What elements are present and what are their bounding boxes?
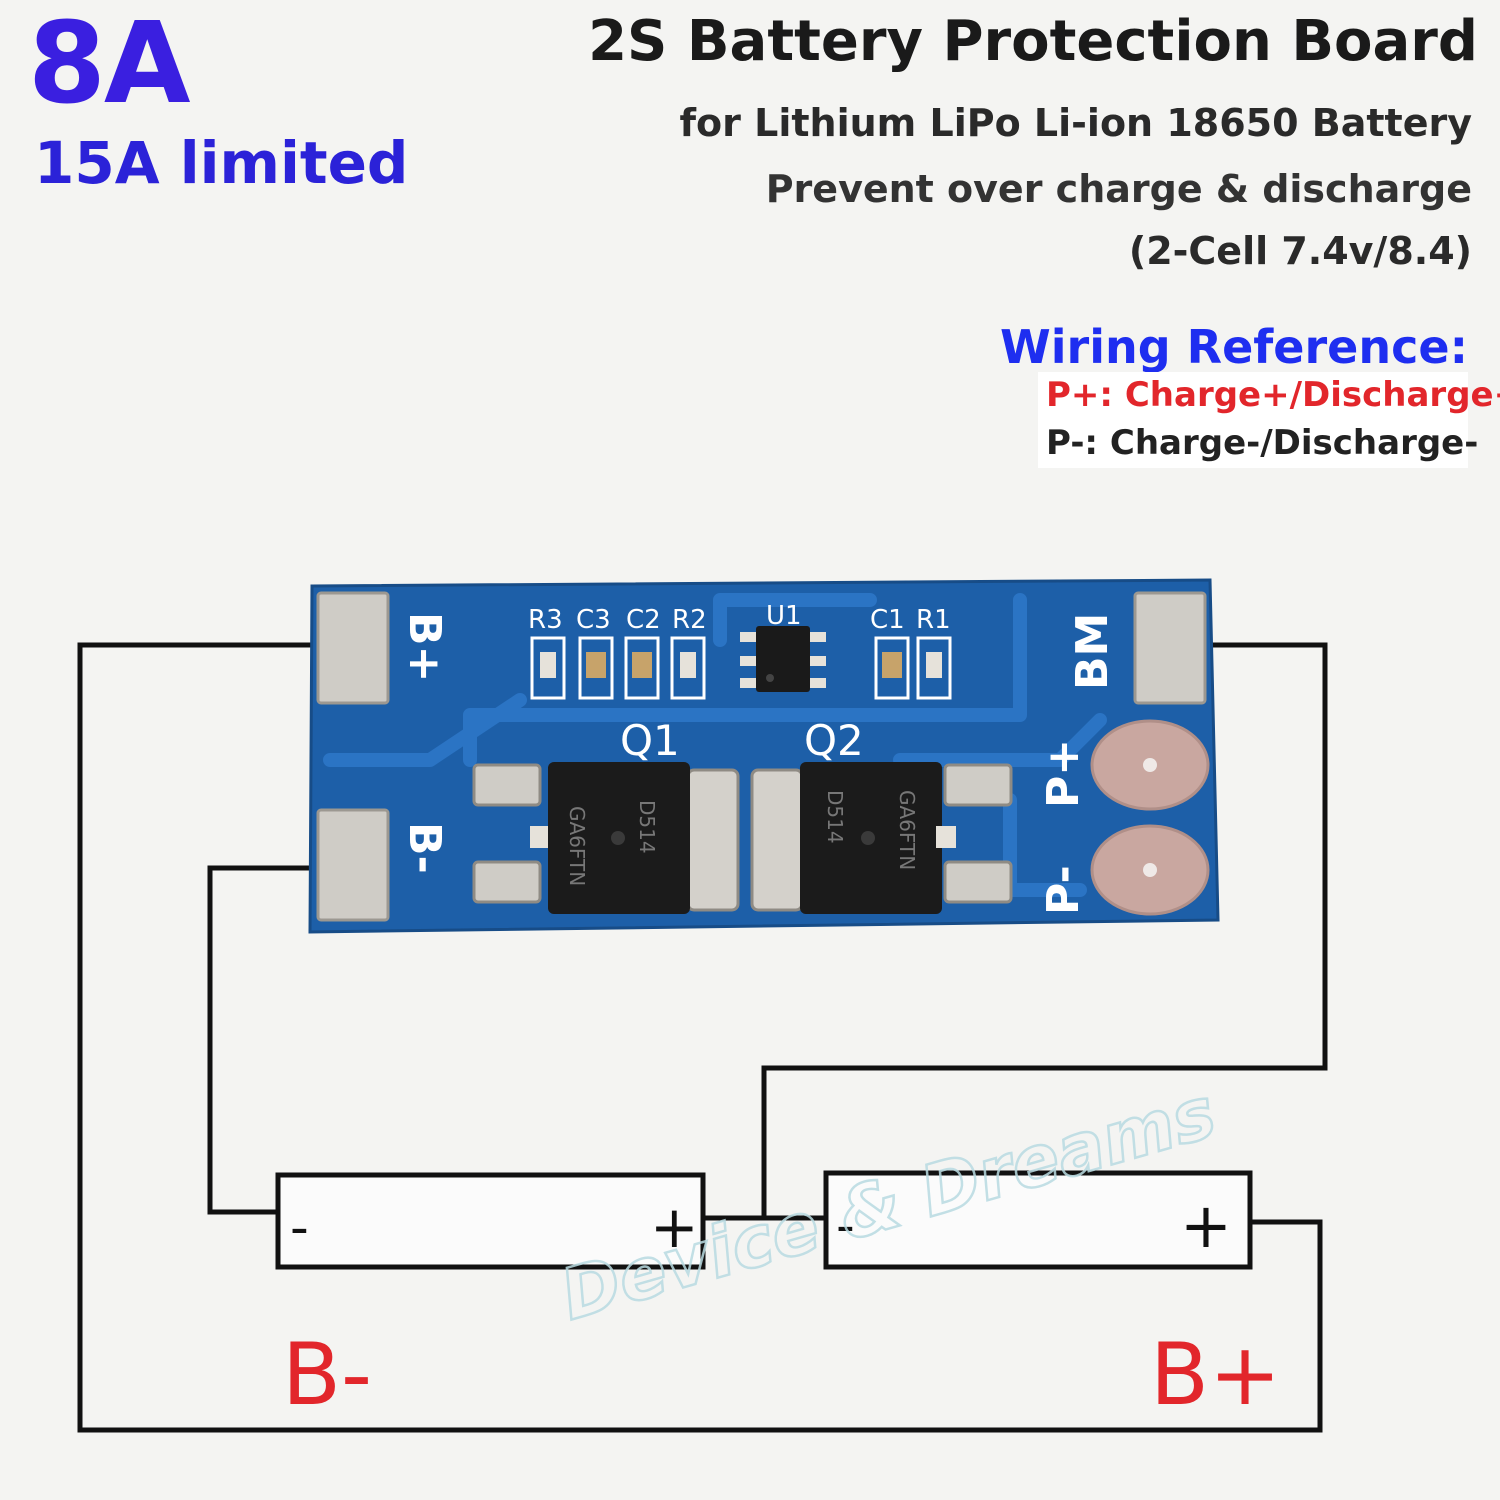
battery-2-body [823,1170,1253,1270]
battery-1-plus: + [650,1193,699,1261]
battery-1-minus: - [290,1198,309,1258]
pad-bm [1133,591,1207,705]
silk-p-plus: P+ [1038,739,1089,808]
page-title: 2S Battery Protection Board [588,9,1478,74]
battery-1-body [275,1172,706,1270]
legend-p-minus: P-: Charge-/Discharge- [1046,423,1479,463]
silk-c2: C2 [626,605,661,635]
wire-b-plus [77,642,1323,1433]
wiring-reference-heading: Wiring Reference: [1000,320,1468,374]
silk-r3: R3 [528,605,563,635]
label-battery-minus: B- [282,1325,372,1425]
battery-1: - + [275,1172,706,1270]
chip-u1 [740,626,826,692]
subtitle-protection: Prevent over charge & discharge [765,167,1472,211]
silk-q1: Q1 [620,716,680,765]
silk-b-plus: B+ [399,612,450,682]
silk-bm: BM [1067,613,1118,690]
q2-marking-a: D514 [823,790,847,844]
battery-2: - + [823,1170,1253,1270]
label-battery-plus: B+ [1150,1325,1281,1425]
wires [77,642,1328,1433]
wiring-legend: P+: Charge+/Discharge+ P-: Charge-/Disch… [1038,372,1500,468]
current-limit: 15A limited [34,129,409,197]
silk-c3: C3 [576,605,611,635]
pad-p-plus-hole [1143,758,1157,772]
silk-r1: R1 [916,605,951,635]
wire-b-minus [207,865,318,1215]
pad-p-minus-hole [1143,863,1157,877]
silk-r2: R2 [672,605,707,635]
smd-passives [530,636,952,700]
silk-b-minus: B- [399,822,450,874]
mosfet-q2: D514 GA6FTN [750,762,1013,914]
pad-b-minus [316,808,390,922]
q1-marking-b: GA6FTN [565,806,589,886]
pad-b-plus [316,591,390,705]
silk-c1: C1 [870,605,905,635]
pcb-traces [323,593,1107,897]
subtitle-battery-types: for Lithium LiPo Li-ion 18650 Battery [679,101,1472,145]
mosfet-q1: D514 GA6FTN [472,762,740,914]
subtitle-voltage: (2-Cell 7.4v/8.4) [1128,229,1472,273]
protection-board: B+ B- BM P+ P- R3 C3 C2 R2 U1 C1 R1 [308,578,1220,934]
q2-marking-b: GA6FTN [895,790,919,870]
wire-bm [761,642,1328,1218]
battery-2-minus: - [836,1196,855,1256]
silk-q2: Q2 [804,716,864,765]
current-rating: 8A [28,0,191,129]
silk-p-minus: P- [1038,865,1089,915]
legend-p-plus: P+: Charge+/Discharge+ [1046,375,1500,415]
q1-marking-a: D514 [635,800,659,854]
battery-2-plus: + [1180,1189,1232,1262]
